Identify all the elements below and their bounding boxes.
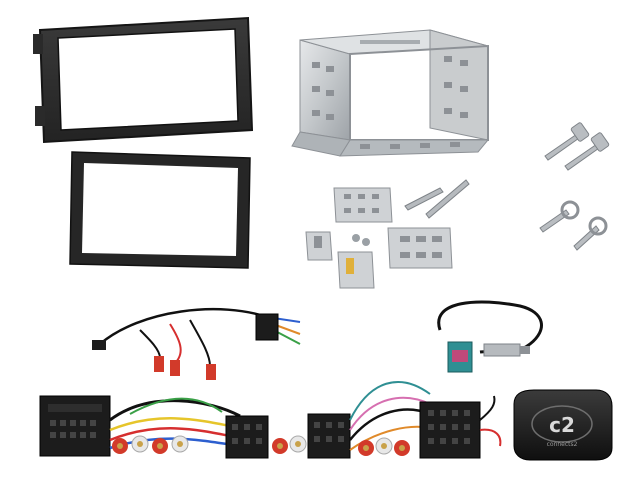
rca-plugs-right: [358, 437, 410, 456]
metal-cage: [291, 29, 490, 157]
double-din-fascia-front: [33, 16, 254, 144]
release-keys: [539, 122, 610, 251]
rca-plugs-left: [112, 435, 189, 454]
steering-control-interface-box: c2 connects2: [513, 389, 613, 461]
logo-mark: c2: [549, 413, 575, 437]
double-din-fascia-surround: [69, 151, 251, 269]
steering-interface-harness: [39, 381, 502, 459]
steering-patch-lead: [92, 307, 301, 380]
logo-subtext: connects2: [547, 441, 578, 448]
rca-plugs-middle: [272, 435, 307, 454]
mounting-brackets: [305, 179, 470, 289]
antenna-adaptor: [437, 300, 543, 373]
